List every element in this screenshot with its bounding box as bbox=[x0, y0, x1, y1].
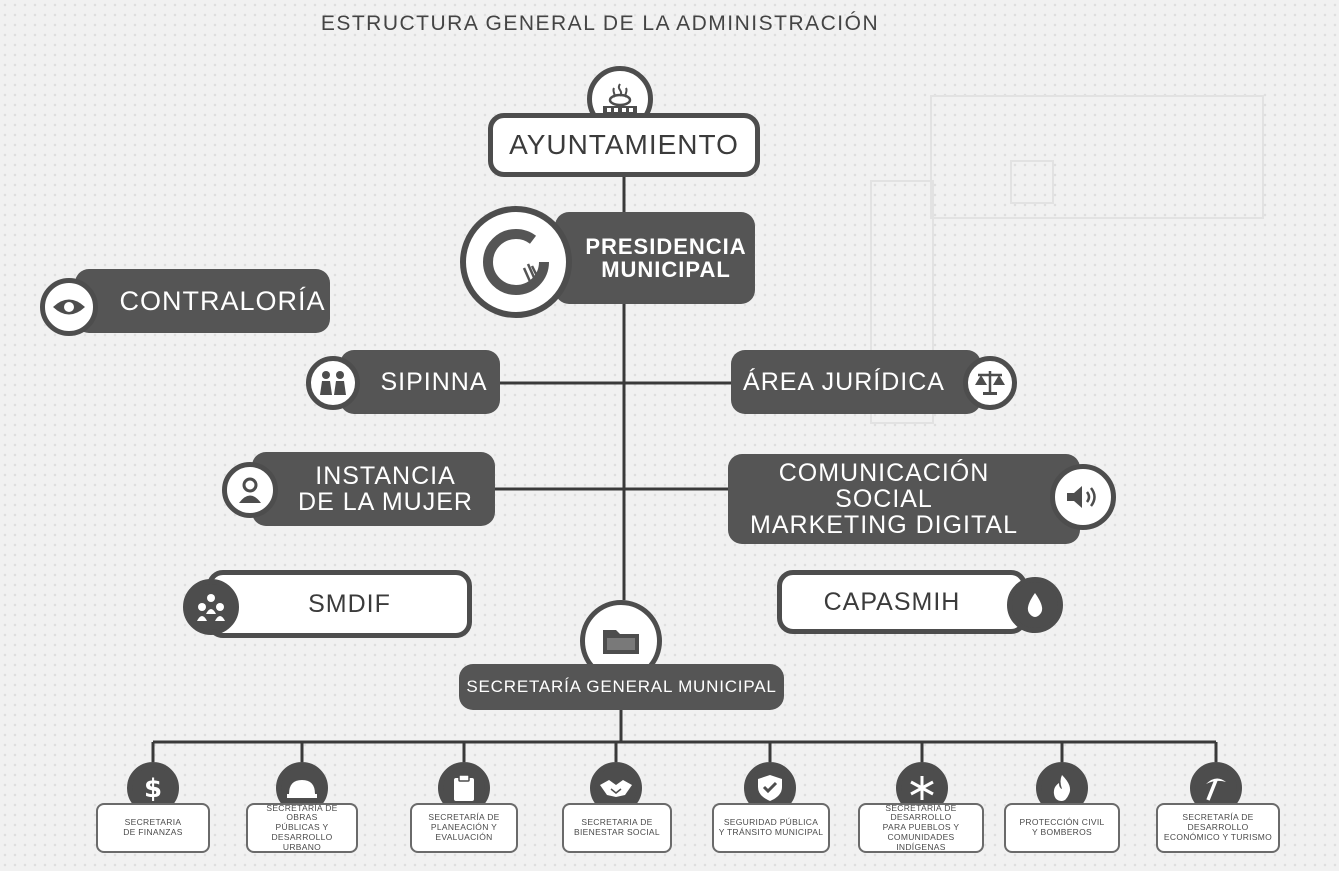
secretaria-label-line1: SECRETARÍA DE DESARROLLO bbox=[1182, 812, 1254, 833]
contraloria-box: CONTRALORÍA bbox=[75, 269, 330, 333]
secretaria-label-line2: PLANEACIÓN Y EVALUACIÓN bbox=[430, 822, 498, 842]
capasmih-label: CAPASMIH bbox=[823, 587, 961, 616]
sipinna-box: SIPINNA bbox=[340, 350, 500, 414]
children-icon bbox=[306, 356, 360, 410]
presidencia-logo-icon bbox=[460, 206, 572, 318]
comunicacion-social-box: COMUNICACIÓN SOCIAL MARKETING DIGITAL bbox=[728, 454, 1080, 544]
secretaria-label-line3: URBANO bbox=[282, 841, 322, 852]
secretaria-label-line1: SECRETARÍA DE OBRAS bbox=[266, 802, 338, 823]
seguridad-publica-box: SEGURIDAD PÚBLICA Y TRÁNSITO MUNICIPAL bbox=[712, 803, 830, 853]
eye-icon bbox=[40, 278, 98, 336]
family-icon bbox=[183, 579, 239, 635]
secretaria-label-line2: PARA PUEBLOS Y bbox=[882, 822, 960, 833]
ayuntamiento-label: AYUNTAMIENTO bbox=[509, 129, 739, 161]
secretaria-label-line1: SEGURIDAD PÚBLICA bbox=[723, 817, 819, 828]
secretaria-label-line1: SECRETARÍA DE bbox=[428, 812, 500, 823]
smdif-box: SMDIF bbox=[207, 570, 472, 638]
secretaria-pueblos-box: SECRETARÍA DE DESARROLLO PARA PUEBLOS Y … bbox=[858, 803, 984, 853]
page-title: ESTRUCTURA GENERAL DE LA ADMINISTRACIÓN bbox=[320, 12, 880, 35]
presidencia-box: PRESIDENCIA MUNICIPAL bbox=[555, 212, 755, 304]
area-juridica-label: ÁREA JURÍDICA bbox=[743, 367, 945, 396]
secretaria-planeacion-box: SECRETARÍA DE PLANEACIÓN Y EVALUACIÓN bbox=[410, 803, 518, 853]
background-shape bbox=[930, 95, 1264, 219]
background-shape bbox=[1010, 160, 1054, 204]
woman-icon bbox=[222, 462, 278, 518]
smdif-label: SMDIF bbox=[308, 589, 391, 618]
area-juridica-box: ÁREA JURÍDICA bbox=[731, 350, 981, 414]
instancia-mujer-box: INSTANCIA DE LA MUJER bbox=[252, 452, 495, 526]
comunicacion-label-line1: COMUNICACIÓN SOCIAL bbox=[778, 458, 990, 513]
secretaria-finanzas-box: SECRETARIA DE FINANZAS bbox=[96, 803, 210, 853]
proteccion-civil-box: PROTECCIÓN CIVIL Y BOMBEROS bbox=[1004, 803, 1120, 853]
secretaria-general-box: SECRETARÍA GENERAL MUNICIPAL bbox=[459, 664, 784, 710]
sipinna-label: SIPINNA bbox=[380, 367, 488, 396]
secretaria-label-line2: ECONÓMICO Y TURISMO bbox=[1163, 831, 1273, 842]
secretaria-label-line1: PROTECCIÓN CIVIL bbox=[1019, 817, 1105, 828]
secretaria-label-line2: Y BOMBEROS bbox=[1032, 827, 1092, 837]
contraloria-label: CONTRALORÍA bbox=[119, 285, 326, 316]
secretaria-label-line2: PÚBLICAS Y DESARROLLO bbox=[271, 822, 333, 842]
speaker-icon bbox=[1050, 464, 1116, 530]
instancia-label-line1: INSTANCIA bbox=[315, 461, 456, 490]
secretaria-bienestar-box: SECRETARIA DE BIENESTAR SOCIAL bbox=[562, 803, 672, 853]
secretaria-label-line3: COMUNIDADES INDÍGENAS bbox=[887, 831, 955, 852]
scales-icon bbox=[963, 356, 1017, 410]
svg-text:$: $ bbox=[144, 774, 162, 803]
secretaria-label-line2: DE FINANZAS bbox=[123, 827, 183, 837]
ayuntamiento-box: AYUNTAMIENTO bbox=[488, 113, 760, 177]
secretaria-general-label: SECRETARÍA GENERAL MUNICIPAL bbox=[466, 677, 777, 697]
secretaria-label-line1: SECRETARIA bbox=[124, 817, 182, 828]
presidencia-label-line2: MUNICIPAL bbox=[601, 257, 731, 282]
secretaria-label-line2: Y TRÁNSITO MUNICIPAL bbox=[718, 827, 824, 837]
presidencia-label-line1: PRESIDENCIA bbox=[585, 233, 747, 259]
secretaria-obras-box: SECRETARÍA DE OBRAS PÚBLICAS Y DESARROLL… bbox=[246, 803, 358, 853]
comunicacion-label-line2: MARKETING DIGITAL bbox=[750, 511, 1018, 540]
background-shape bbox=[870, 180, 934, 424]
secretaria-label-line1: SECRETARIA DE bbox=[581, 817, 653, 828]
secretaria-economico-box: SECRETARÍA DE DESARROLLO ECONÓMICO Y TUR… bbox=[1156, 803, 1280, 853]
secretaria-label-line2: BIENESTAR SOCIAL bbox=[574, 827, 660, 837]
instancia-label-line2: DE LA MUJER bbox=[298, 488, 473, 516]
water-drop-icon bbox=[1007, 577, 1063, 633]
secretaria-label-line1: SECRETARÍA DE DESARROLLO bbox=[885, 802, 957, 823]
capasmih-box: CAPASMIH bbox=[777, 570, 1027, 634]
